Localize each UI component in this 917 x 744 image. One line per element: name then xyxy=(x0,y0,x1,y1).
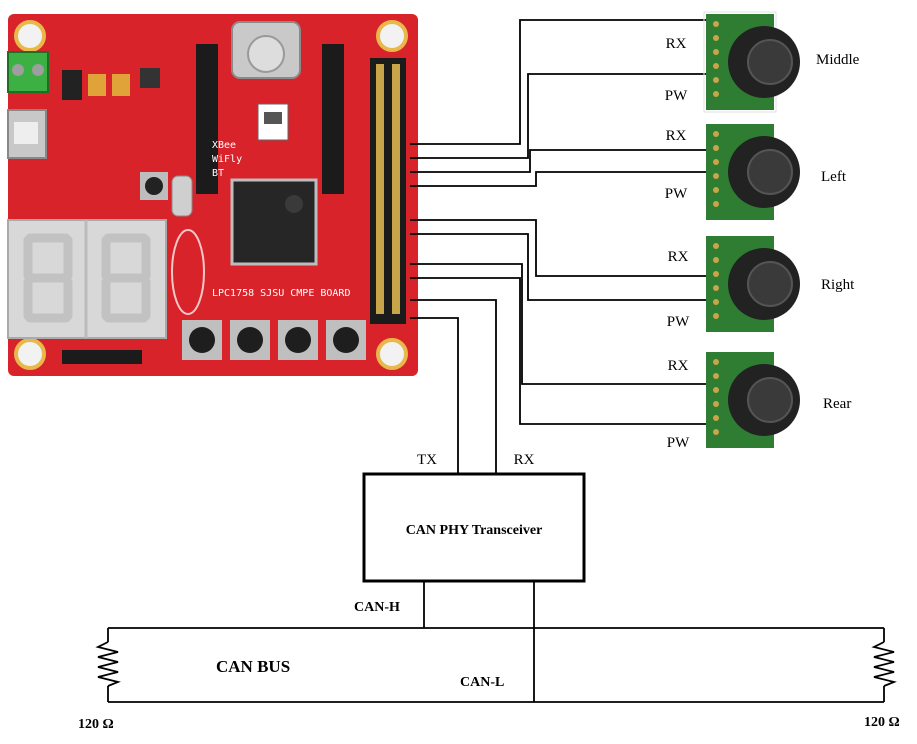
mounting-hole-icon xyxy=(14,20,46,52)
sensor-middle-name: Middle xyxy=(816,52,860,68)
wire-rear-rx xyxy=(410,263,706,385)
mounting-hole-icon xyxy=(14,338,46,370)
can-l-label: CAN-L xyxy=(460,675,504,690)
sensor-middle xyxy=(703,11,800,113)
can-transceiver-title: CAN PHY Transceiver xyxy=(406,523,543,538)
push-button-icon xyxy=(182,320,222,360)
sensor-middle-pw-label: PW xyxy=(665,88,688,104)
sensor-left xyxy=(706,124,800,220)
module-label-bt: BT xyxy=(212,168,224,179)
sensor-right-rx-label: RX xyxy=(668,249,689,265)
wire-right-pw xyxy=(410,233,706,301)
pin-header-icon xyxy=(370,58,406,324)
wire-tx xyxy=(410,317,459,474)
resistor-right-icon xyxy=(871,641,897,687)
wire-rear-pw xyxy=(410,277,706,425)
sensor-rear-pw-label: PW xyxy=(667,435,690,451)
can-bus-title: CAN BUS xyxy=(216,657,290,676)
resistor-right-label: 120 Ω xyxy=(864,715,900,730)
board-name-label: LPC1758 SJSU CMPE BOARD xyxy=(212,288,350,299)
signal-wires xyxy=(410,19,706,702)
component-icon xyxy=(62,70,82,100)
sensor-left-name: Left xyxy=(821,169,847,185)
lpc1758-board: XBee WiFly BT xyxy=(7,14,418,376)
mounting-hole-icon xyxy=(376,20,408,52)
can-h-label: CAN-H xyxy=(354,600,400,615)
push-button-icon xyxy=(278,320,318,360)
sensor-left-pw-label: PW xyxy=(665,186,688,202)
sensor-rear-rx-label: RX xyxy=(668,358,689,374)
push-button-icon xyxy=(326,320,366,360)
wire-right-rx xyxy=(410,219,706,277)
wire-rx xyxy=(410,299,497,474)
sensor-right xyxy=(706,236,800,332)
wire-middle-rx xyxy=(410,19,706,145)
wire-left-pw xyxy=(410,171,706,187)
sensor-rear-name: Rear xyxy=(823,396,851,412)
can-transceiver-box xyxy=(362,472,586,583)
mounting-hole-icon xyxy=(376,338,408,370)
module-label-xbee: XBee xyxy=(212,140,236,151)
xbee-header-right xyxy=(322,44,344,194)
mcu-chip-icon xyxy=(230,178,318,266)
sensor-right-pw-label: PW xyxy=(667,314,690,330)
module-label-wifly: WiFly xyxy=(212,154,242,165)
sensor-right-name: Right xyxy=(821,277,855,293)
wire-left-rx xyxy=(410,149,706,173)
resistor-left-label: 120 Ω xyxy=(78,717,114,732)
sensor-middle-rx-label: RX xyxy=(666,36,687,52)
transceiver-rx-label: RX xyxy=(514,452,535,468)
crystal-icon xyxy=(171,175,193,217)
push-button-icon xyxy=(230,320,270,360)
sensor-left-rx-label: RX xyxy=(666,128,687,144)
xbee-header-left xyxy=(196,44,218,194)
can-bus-lines xyxy=(95,627,897,703)
sensor-rear xyxy=(706,352,800,448)
transceiver-tx-label: TX xyxy=(417,452,437,468)
wire-middle-pw xyxy=(410,73,706,159)
resistor-left-icon xyxy=(95,641,121,687)
